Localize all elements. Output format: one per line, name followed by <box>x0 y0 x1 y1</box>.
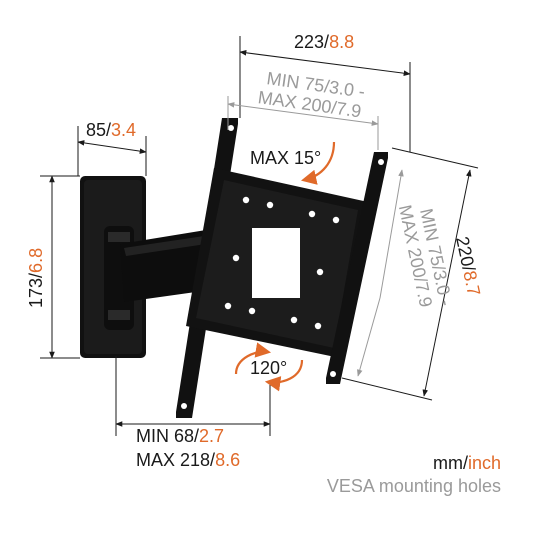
unit-mm: mm <box>432 453 463 473</box>
vertical-rail-right <box>326 152 388 384</box>
wall-height-label: 173/6.8 <box>26 248 46 308</box>
unit-inch: inch <box>467 453 501 473</box>
wall-width-dimension <box>77 126 147 176</box>
vesa-vertical-dimension <box>357 169 404 377</box>
swivel-label: 120° <box>250 358 287 378</box>
plate-height-label: 220/8.7 <box>452 235 484 298</box>
top-width-label: 223/8.8 <box>294 32 354 52</box>
unit-sep: / <box>462 453 468 473</box>
wall-width-label: 85/3.4 <box>86 120 136 140</box>
unit-legend: mm/inch <box>327 452 501 474</box>
plate-height-dimension <box>341 147 479 401</box>
legend: mm/inch VESA mounting holes <box>327 452 501 498</box>
swing-arm <box>104 226 210 330</box>
vesa-legend: VESA mounting holes <box>326 476 501 496</box>
tilt-arrow-icon <box>300 141 336 185</box>
wall-height-dimension <box>40 175 80 359</box>
tilt-plate <box>186 168 368 358</box>
tilt-label: MAX 15° <box>250 148 321 168</box>
depth-min-label: MIN 68/2.7 <box>136 426 224 446</box>
depth-max-label: MAX 218/8.6 <box>136 450 240 470</box>
vesa-horizontal-dimension <box>227 96 379 150</box>
swivel-arrow-icon <box>234 342 304 392</box>
